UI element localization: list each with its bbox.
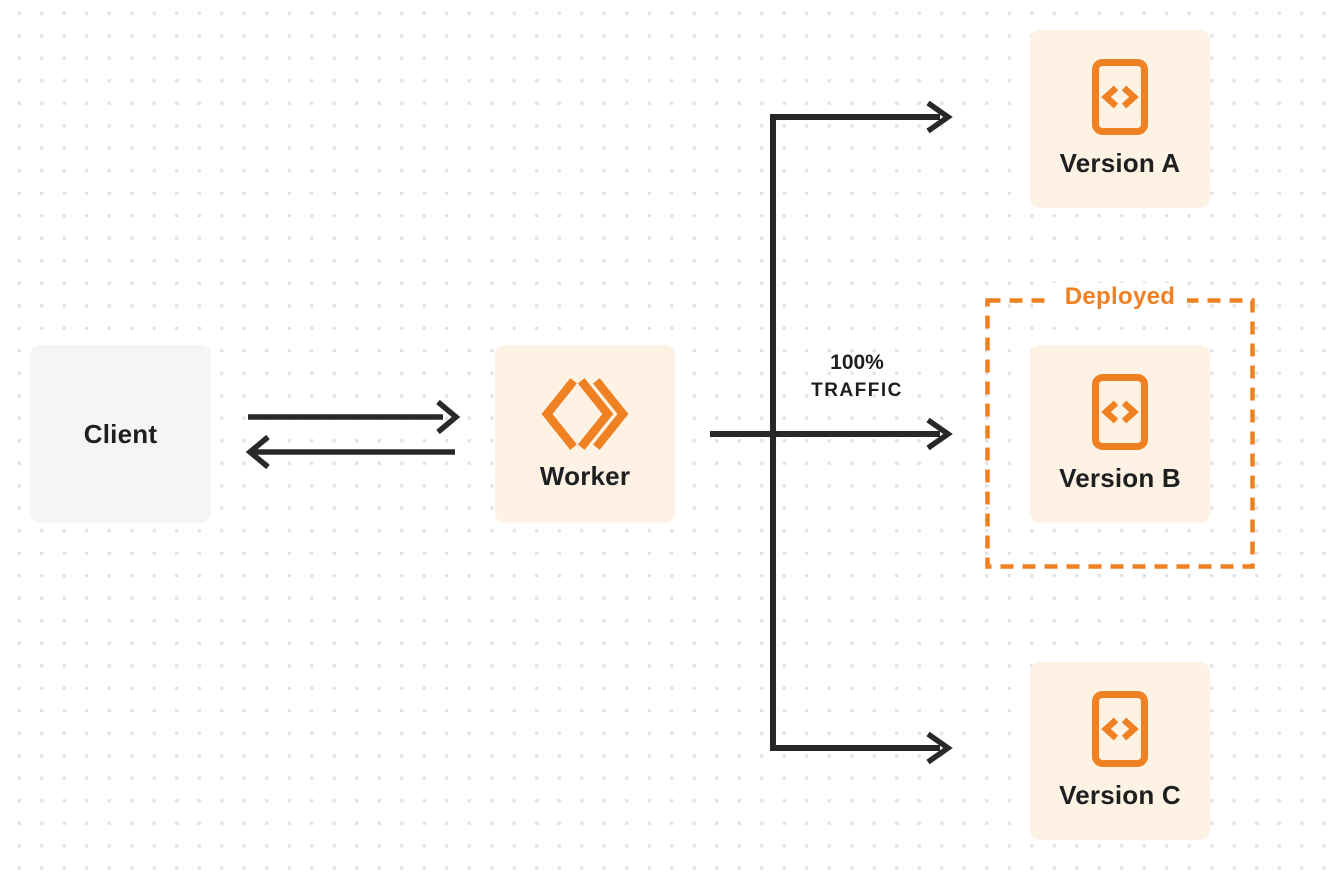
version-c-node: Version C xyxy=(1030,662,1210,840)
version-b-node: Version B xyxy=(1030,345,1210,523)
arrow-to-version-b xyxy=(710,417,953,451)
response-arrow xyxy=(245,434,455,470)
client-label: Client xyxy=(83,418,158,449)
version-c-label: Version C xyxy=(1059,780,1181,810)
workers-logo-icon xyxy=(541,377,629,450)
traffic-word-text: TRAFFIC xyxy=(811,380,903,401)
version-b-label: Version B xyxy=(1059,463,1181,493)
code-file-icon xyxy=(1092,691,1148,767)
traffic-percent-text: 100% xyxy=(830,351,884,374)
version-a-label: Version A xyxy=(1059,148,1181,178)
worker-label: Worker xyxy=(539,460,631,491)
code-file-icon xyxy=(1092,59,1148,135)
version-a-node: Version A xyxy=(1030,30,1210,208)
worker-node: Worker xyxy=(495,345,675,523)
arrow-to-version-a xyxy=(770,100,953,134)
request-arrow xyxy=(248,399,461,435)
arrow-to-version-c xyxy=(770,731,953,765)
client-node: Client xyxy=(30,345,211,523)
traffic-percentage-label: 100% TRAFFIC xyxy=(799,350,915,406)
traffic-split-arrows xyxy=(710,100,953,765)
client-worker-arrows xyxy=(245,399,461,470)
code-file-icon xyxy=(1092,374,1148,450)
